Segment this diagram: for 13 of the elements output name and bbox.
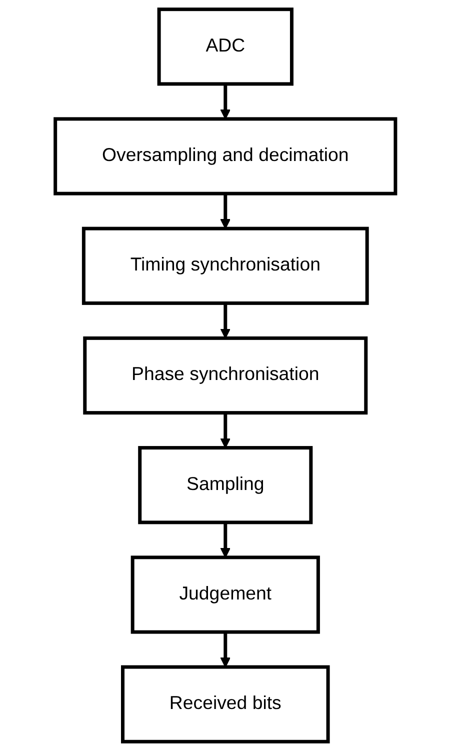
arrow	[220, 522, 230, 558]
arrow	[220, 84, 230, 120]
node-box: Oversampling and decimation	[53, 117, 397, 196]
arrow	[220, 632, 230, 668]
node-box: Sampling	[138, 446, 312, 524]
arrow	[220, 412, 230, 448]
node-box: Received bits	[120, 665, 330, 744]
node-box: Judgement	[130, 556, 320, 634]
node-box: ADC	[156, 8, 294, 86]
node-box: Phase synchronisation	[82, 336, 368, 415]
arrow	[220, 194, 230, 230]
arrow	[220, 303, 230, 339]
node-box: Timing synchronisation	[82, 226, 368, 305]
